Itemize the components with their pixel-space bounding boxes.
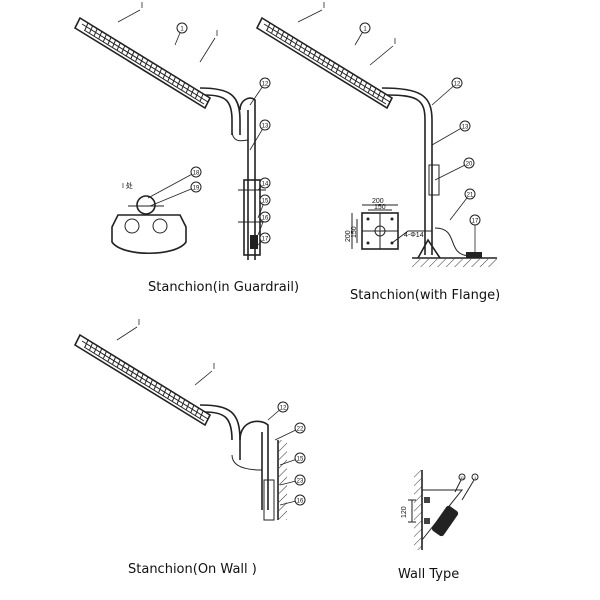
callout-label: 1 [180,27,184,33]
callout-label: I [138,318,140,327]
callout-circle [359,22,371,34]
leader-line [149,186,197,207]
callout-label: I [141,1,143,10]
callout-label: 23 [297,479,304,485]
caption-guardrail: Stanchion(in Guardrail) [148,280,300,295]
callout-circle [190,181,202,193]
callout-label: 13 [262,124,269,130]
callout-label: I [323,1,325,10]
flange-dim-inner-height: 150 [351,226,358,238]
wall-type-callout: 11 [460,475,465,480]
leader-line [194,370,213,386]
callout-label: 14 [262,182,269,188]
callout-circle [190,166,202,178]
callout-circle [463,157,475,169]
callout-circle [469,214,481,226]
leader-line [434,162,470,181]
detail-title: I 处 [122,181,133,190]
leader-line [431,125,466,146]
callout-label: 16 [297,499,304,505]
callout-circle [451,77,463,89]
callout-label: 1 [363,27,367,33]
wall-type-callout: 1 [474,475,477,480]
flange-dim-outer-height: 200 [345,230,352,242]
callout-label: 20 [466,162,473,168]
guardrail-stanchion-drawing [74,17,266,260]
callout-label: 17 [472,219,479,225]
callout-circle [277,401,289,413]
wall-type-dim: 120 [401,506,408,518]
callout-circle [176,22,188,34]
detail-clamp-drawing [111,195,187,255]
callout-label: 21 [467,193,474,199]
callout-label: I [213,362,215,371]
flange-dim-holes: 4-Φ14 [404,232,424,239]
callout-label: 16 [262,216,269,222]
wall-stanchion-drawing [74,334,287,521]
flange-dim-outer-width: 200 [372,198,384,205]
callout-label: 15 [262,199,269,205]
leader-line [369,45,394,66]
leader-line [116,326,138,341]
callout-circle [259,211,271,223]
leader-line [431,82,458,106]
caption-wall-type: Wall Type [398,567,460,582]
callout-label: I [216,29,218,38]
callout-circle [294,474,306,486]
callout-label: 12 [280,406,287,412]
leader-line [117,9,141,23]
callout-circle [459,120,471,132]
callout-label: 15 [297,457,304,463]
caption-flange: Stanchion(with Flange) [350,288,501,303]
flange-stanchion-drawing: 200 150 200 150 4-Φ14 [256,17,497,267]
callout-label: 17 [262,237,269,243]
callout-label: 19 [193,186,200,192]
callout-label: 22 [297,427,304,433]
callout-circle [259,119,271,131]
callout-circle [294,452,306,464]
callout-label: 12 [454,82,461,88]
wall-type-drawing: 120 11 1 [401,470,479,550]
leader-line [199,37,216,63]
callout-circle [464,188,476,200]
leader-line [147,171,197,199]
callout-circle [259,194,271,206]
callout-circle [294,494,306,506]
callout-circle [259,232,271,244]
callout-circle [259,77,271,89]
callout-label: 12 [262,82,269,88]
callout-circle [259,177,271,189]
callout-label: 13 [462,125,469,131]
flange-dim-inner-width: 150 [374,204,386,211]
callout-label: 18 [193,171,200,177]
caption-on-wall: Stanchion(On Wall ) [128,562,257,577]
leader-line [297,9,323,23]
callout-circle [294,422,306,434]
callout-label: I [394,37,396,46]
